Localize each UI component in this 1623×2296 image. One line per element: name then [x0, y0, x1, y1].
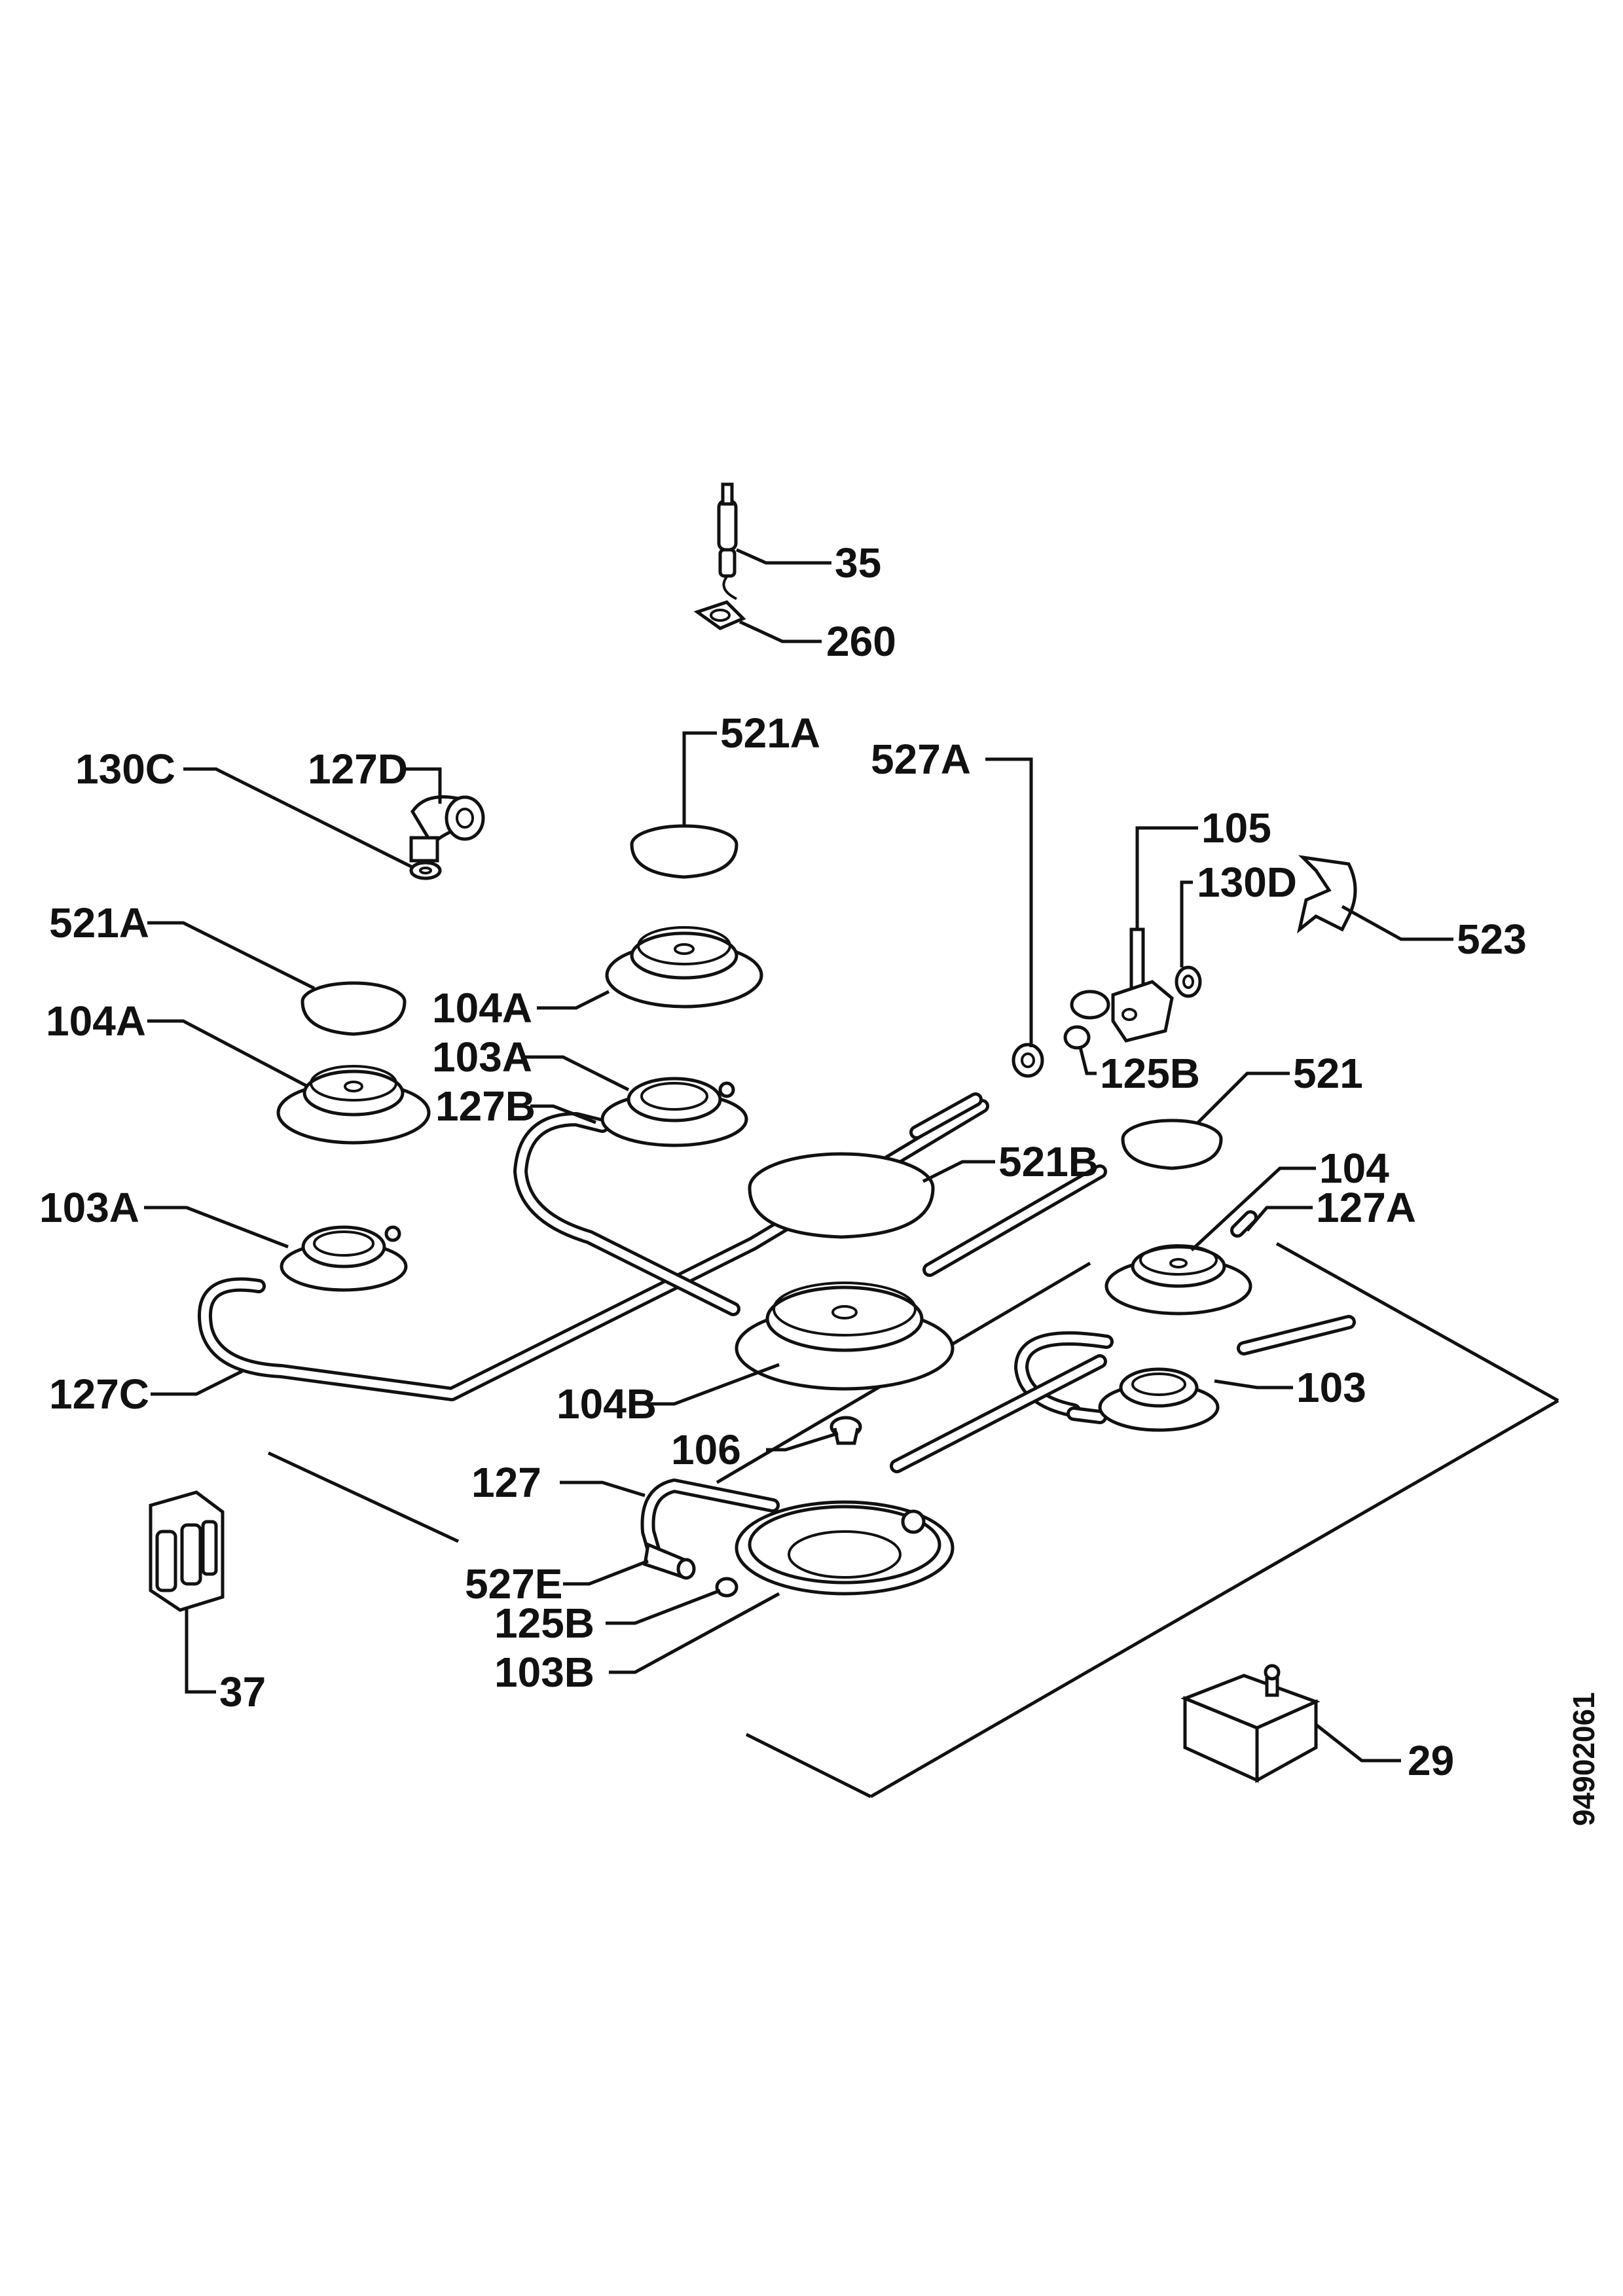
injector-106 [830, 1416, 862, 1445]
burner-cap-521b [748, 1152, 935, 1239]
part-labels: 35 260 521A 527A 130C 127D 105 130D 523 … [39, 539, 1527, 1784]
bracket-523 [1297, 855, 1357, 934]
burner-crown-104 [1104, 1244, 1252, 1316]
label-125b-bottom: 125B [494, 1600, 594, 1647]
label-523: 523 [1457, 916, 1527, 963]
injector-125b-top [1063, 1025, 1091, 1050]
label-29: 29 [1408, 1737, 1454, 1784]
label-125b-top: 125B [1100, 1050, 1200, 1097]
gas-tubes [197, 1092, 1356, 1562]
label-521: 521 [1293, 1050, 1363, 1097]
elbow-fitting-127d [409, 795, 485, 863]
burner-crown-104a-mid [605, 926, 763, 1009]
label-527a: 527A [871, 736, 971, 783]
label-521b: 521B [998, 1138, 1099, 1185]
label-103a-left: 103A [39, 1184, 139, 1231]
label-103b: 103B [494, 1649, 594, 1696]
burner-crown-104b [735, 1282, 955, 1391]
burner-base-103a-mid [600, 1077, 748, 1147]
burner-cap-521 [1121, 1119, 1223, 1170]
washer-130d [1175, 965, 1202, 998]
ignition-unit-29 [1180, 1664, 1321, 1784]
label-127d: 127D [308, 745, 408, 793]
burner-cap-521a-top [630, 824, 739, 879]
nut-527a [1012, 1043, 1044, 1078]
label-35: 35 [835, 539, 881, 586]
label-37: 37 [219, 1668, 266, 1715]
leader-lines [144, 548, 1453, 1763]
nut-527e [643, 1542, 696, 1580]
label-127a: 127A [1316, 1184, 1416, 1231]
label-106: 106 [671, 1426, 741, 1473]
burner-crown-104a-left [276, 1065, 431, 1145]
label-130c: 130C [75, 745, 175, 793]
label-103a-mid: 103A [432, 1033, 532, 1081]
electrode-part-35 [717, 482, 738, 600]
switch-37 [149, 1490, 225, 1612]
label-127b: 127B [435, 1083, 536, 1130]
label-104a-mid: 104A [432, 984, 532, 1031]
gas-tap-105 [1070, 927, 1174, 1043]
label-260: 260 [826, 618, 896, 665]
label-130d: 130D [1197, 859, 1297, 906]
label-521a-top: 521A [720, 709, 820, 757]
label-104: 104 [1319, 1145, 1389, 1192]
label-103: 103 [1296, 1364, 1366, 1411]
label-104b: 104B [556, 1380, 657, 1427]
burner-base-103b [735, 1500, 955, 1596]
label-105: 105 [1201, 804, 1271, 852]
injector-125b-bottom [715, 1577, 739, 1598]
burner-cap-521a-left [301, 981, 407, 1036]
label-521a-left: 521A [49, 899, 149, 946]
document-number: 94902061 [1567, 1692, 1601, 1826]
washer-130c [409, 861, 442, 880]
clip-part-260 [693, 600, 746, 630]
burner-base-103 [1098, 1367, 1220, 1432]
label-104a-left: 104A [46, 997, 146, 1045]
burner-base-103a-left [280, 1225, 408, 1292]
label-527e: 527E [465, 1560, 562, 1607]
label-127: 127 [471, 1459, 541, 1506]
label-127c: 127C [49, 1371, 149, 1418]
